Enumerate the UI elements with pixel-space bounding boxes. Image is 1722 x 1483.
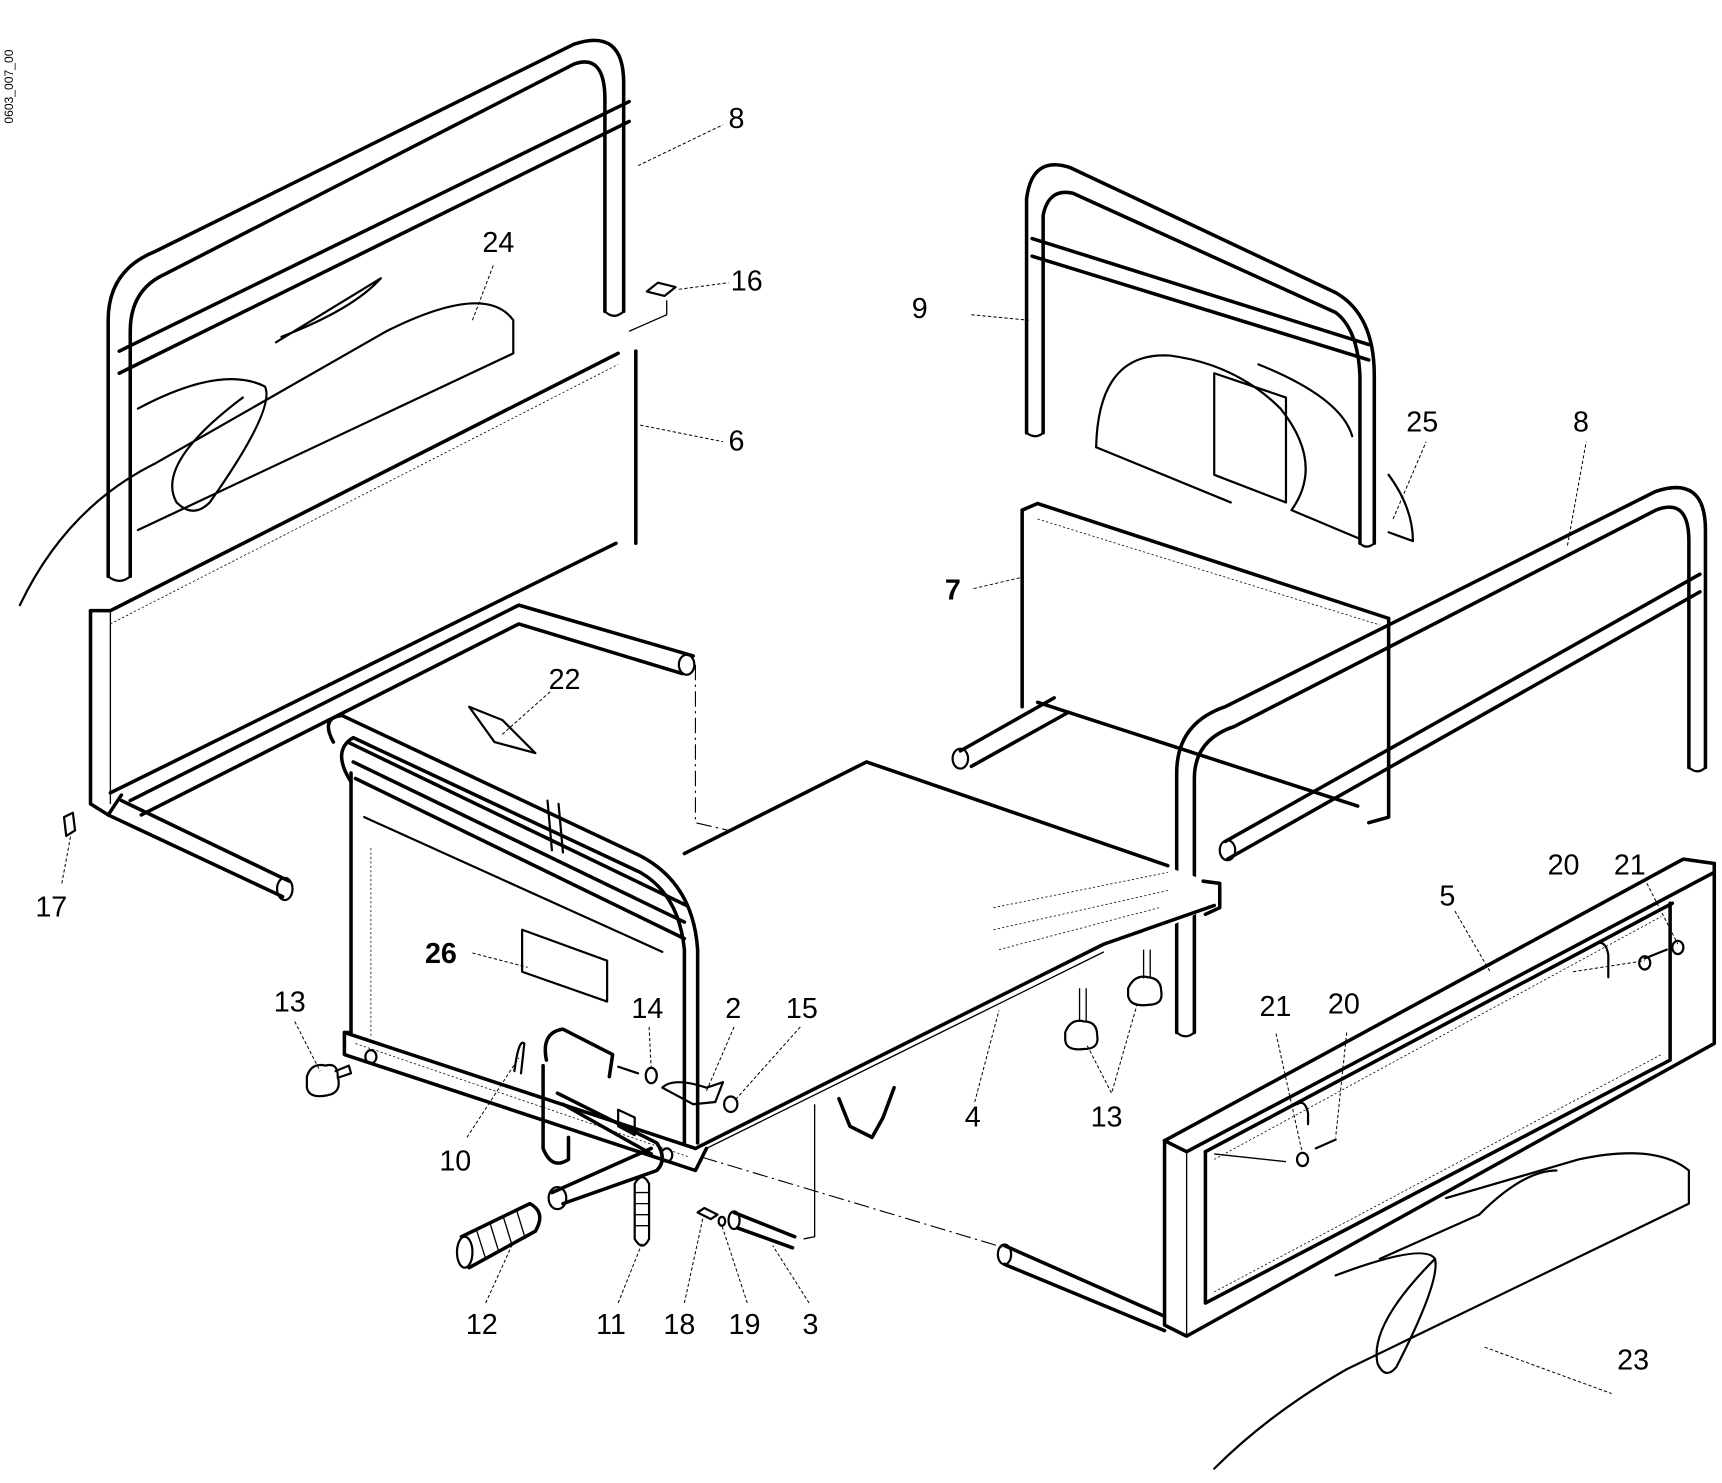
part-5-side-rail — [996, 855, 1717, 1338]
callout-c17: 17 — [35, 892, 67, 924]
callout-c8b: 8 — [1573, 407, 1589, 439]
part-19-washer — [717, 1215, 727, 1227]
callout-c23: 23 — [1617, 1344, 1649, 1376]
part-7-end-panel — [951, 501, 1391, 825]
crank-handle — [513, 1027, 665, 1211]
callout-c26: 26 — [425, 938, 457, 970]
assembly-guide-line — [694, 664, 729, 831]
part-15-nut — [723, 1095, 739, 1114]
part-8-right-tube-frame — [1174, 485, 1708, 1038]
part-4-platform — [682, 760, 1222, 1249]
part-17-cap — [62, 811, 77, 838]
callout-c5: 5 — [1439, 880, 1455, 912]
callout-c19: 19 — [729, 1309, 761, 1341]
callout-c13a: 13 — [274, 986, 306, 1018]
part-12-sleeve — [455, 1201, 542, 1270]
callout-c22: 22 — [549, 664, 581, 696]
callout-c25: 25 — [1406, 407, 1438, 439]
callout-c24: 24 — [482, 227, 514, 259]
part-18-screw — [696, 1206, 719, 1221]
callout-c12: 12 — [466, 1309, 498, 1341]
callout-c18: 18 — [663, 1309, 695, 1341]
part-25-decal — [1095, 354, 1415, 543]
part-3-pin — [727, 1210, 797, 1250]
callout-c21b: 21 — [1259, 991, 1291, 1023]
part-11-spring — [633, 1176, 651, 1247]
callout-c6: 6 — [729, 426, 745, 458]
part-22-label-plate — [468, 705, 537, 755]
part-6-end-panel — [88, 349, 696, 902]
callout-labels: 8 24 16 6 9 25 8 7 22 17 26 13 14 2 15 10 4 13 5 20 21 21 20 12… — [35, 103, 1649, 1376]
leader-lines — [61, 124, 1679, 1395]
callout-c7: 7 — [945, 575, 961, 607]
callout-c4: 4 — [965, 1101, 981, 1133]
callout-c9: 9 — [912, 293, 928, 325]
part-13-knob-left — [305, 1063, 353, 1098]
callout-c15: 15 — [786, 993, 818, 1025]
callout-c21a: 21 — [1614, 850, 1646, 882]
part-24-decal — [18, 277, 515, 607]
callout-c2: 2 — [725, 993, 741, 1025]
callout-c14: 14 — [631, 993, 663, 1025]
part-13-knobs-right — [1064, 949, 1163, 1051]
callout-c10: 10 — [439, 1145, 471, 1177]
foot-end-frame — [326, 713, 709, 1173]
callout-c20b: 20 — [1328, 989, 1360, 1021]
drawing-id: 0603_007_00 — [2, 49, 16, 123]
part-16-cap — [628, 281, 677, 332]
part-2-bracket — [661, 1081, 725, 1106]
callout-c8a: 8 — [729, 103, 745, 135]
part-9-tube-frame — [1024, 163, 1377, 548]
callout-c16: 16 — [731, 265, 763, 297]
callout-c11: 11 — [596, 1309, 626, 1341]
callout-c20a: 20 — [1548, 850, 1580, 882]
part-23-decal — [1213, 1152, 1690, 1470]
part-8-left-tube-frame — [106, 38, 631, 582]
callout-c3: 3 — [802, 1309, 818, 1341]
callout-c13b: 13 — [1091, 1101, 1123, 1133]
